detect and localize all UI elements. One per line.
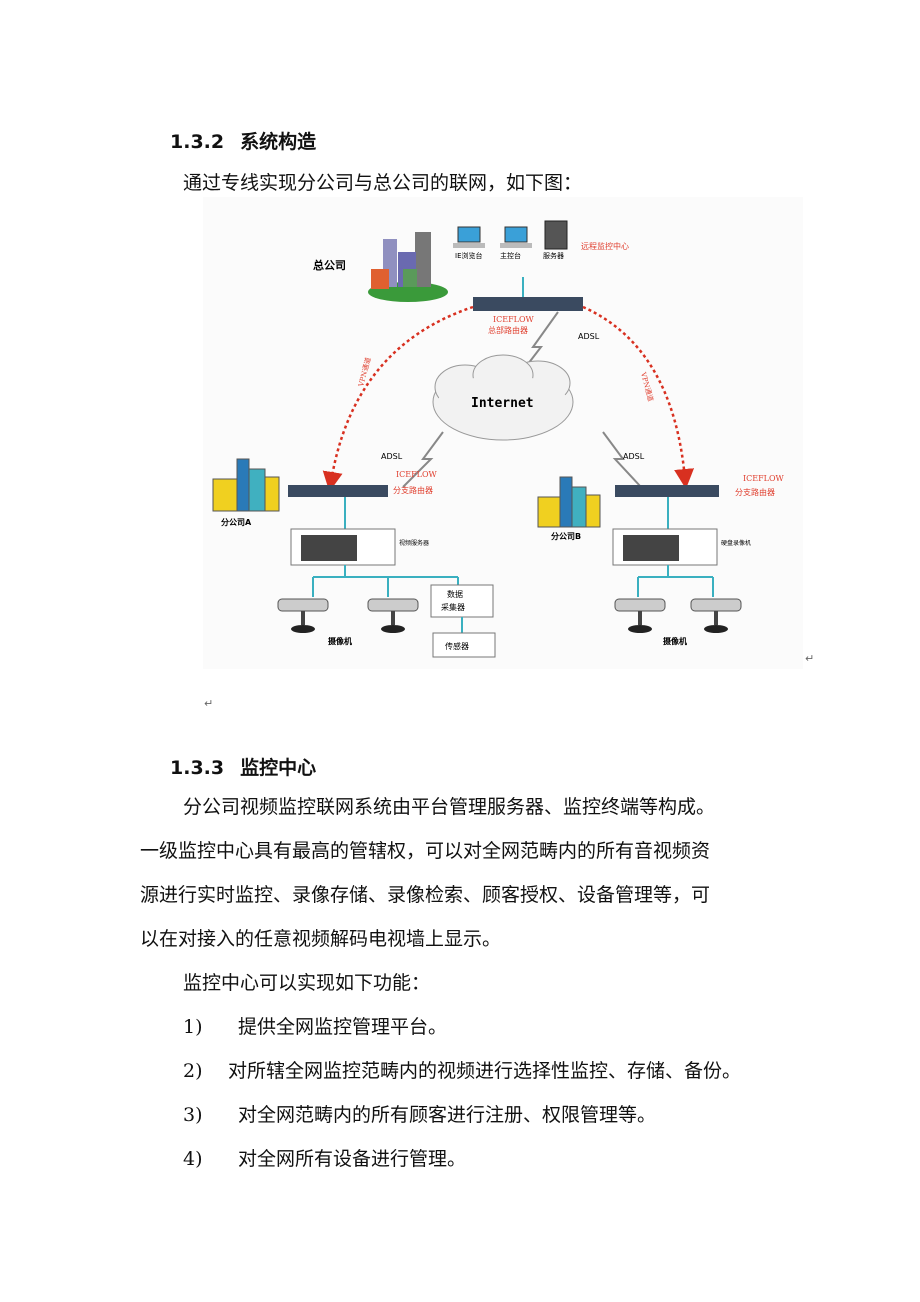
branch-a-building-icon (212, 458, 280, 512)
pc-icon (453, 226, 485, 248)
adsl-label-a: ADSL (381, 452, 403, 461)
vpn-label-right: VPN通道 (639, 370, 656, 402)
hq-router-icon (473, 297, 583, 311)
paragraph-mark: ↵ (204, 697, 214, 710)
paragraph-mark: ↵ (805, 652, 815, 665)
pc-icon (500, 226, 532, 248)
camera-icon (614, 598, 666, 633)
data-collector-label-2: 采集器 (441, 602, 465, 612)
list-text: 提供全网监控管理平台。 (238, 1016, 448, 1038)
video-server-icon (301, 535, 357, 561)
list-number: 3) (183, 1104, 203, 1126)
server-label: 服务器 (543, 251, 564, 260)
section-title: 监控中心 (240, 757, 317, 779)
body-line: 一级监控中心具有最高的管辖权，可以对全网范畴内的所有音视频资 (140, 840, 711, 862)
branch-b-label: 分公司B (551, 531, 581, 541)
hq-building-icon (368, 232, 448, 302)
sensor-box (432, 632, 496, 658)
data-collector-box (430, 584, 494, 618)
body-line: 分公司视频监控联网系统由平台管理服务器、监控终端等构成。 (183, 796, 716, 818)
list-number: 2) (183, 1060, 203, 1082)
branch-a-router-label: ICEFLOW (396, 470, 438, 479)
list-item: 2) 对所辖全网监控范畴内的视频进行选择性监控、存储、备份。 (183, 1060, 741, 1082)
branch-a-label: 分公司A (221, 517, 252, 527)
section-heading-1-3-2: 1.3.2 系统构造 (170, 127, 316, 154)
hq-router-label: ICEFLOW (493, 315, 535, 324)
vpn-label-left: VPN通道 (356, 356, 373, 388)
internet-cloud-icon (432, 354, 574, 441)
branch-b-router-label: ICEFLOW (743, 474, 785, 483)
main-console-label: 主控台 (500, 251, 521, 260)
branch-b-building-icon (537, 476, 601, 528)
camera-icon (367, 598, 419, 633)
branch-a-router-icon (288, 485, 388, 497)
ie-console-label: IE浏览台 (455, 251, 483, 260)
camera-icon (277, 598, 329, 633)
internet-label: Internet (471, 396, 534, 411)
adsl-label-b: ADSL (623, 452, 645, 461)
list-number: 4) (183, 1148, 203, 1170)
branch-b-router-icon (615, 485, 719, 497)
section-number: 1.3.3 (170, 757, 225, 779)
section-number: 1.3.2 (170, 131, 225, 153)
section-title: 系统构造 (240, 131, 317, 153)
list-item: 1) 提供全网监控管理平台。 (183, 1016, 447, 1038)
list-text: 对全网所有设备进行管理。 (238, 1148, 467, 1170)
body-line: 以在对接入的任意视频解码电视墙上显示。 (140, 928, 502, 950)
dvr-label: 硬盘录像机 (721, 539, 751, 547)
list-item: 4) 对全网所有设备进行管理。 (183, 1148, 466, 1170)
video-server-label: 视频服务器 (399, 539, 429, 547)
data-collector-label-1: 数据 (447, 589, 463, 599)
camera-label-a: 摄像机 (328, 636, 352, 646)
branch-a-router-cn-label: 分支路由器 (393, 485, 433, 495)
list-text: 对全网范畴内的所有顾客进行注册、权限管理等。 (238, 1104, 657, 1126)
network-diagram: 总公司 IE浏览台 主控台 服务器 远程监控中心 ICEFLOW 总部路由器 A… (203, 197, 803, 669)
list-number: 1) (183, 1016, 203, 1038)
intro-paragraph: 通过专线实现分公司与总公司的联网，如下图： (183, 172, 583, 194)
sensor-label: 传感器 (445, 641, 469, 651)
hq-router-cn-label: 总部路由器 (488, 325, 528, 335)
dvr-icon (623, 535, 679, 561)
camera-label-b: 摄像机 (663, 636, 687, 646)
functions-intro: 监控中心可以实现如下功能： (183, 972, 431, 994)
branch-b-router-cn-label: 分支路由器 (735, 487, 775, 497)
remote-center-label: 远程监控中心 (581, 241, 629, 251)
server-icon (544, 220, 568, 250)
list-text: 对所辖全网监控范畴内的视频进行选择性监控、存储、备份。 (228, 1060, 742, 1082)
list-item: 3) 对全网范畴内的所有顾客进行注册、权限管理等。 (183, 1104, 656, 1126)
camera-icon (690, 598, 742, 633)
section-heading-1-3-3: 1.3.3 监控中心 (170, 753, 316, 780)
adsl-label: ADSL (578, 332, 600, 341)
body-line: 源进行实时监控、录像存储、录像检索、顾客授权、设备管理等，可 (140, 884, 711, 906)
hq-label: 总公司 (313, 258, 346, 272)
